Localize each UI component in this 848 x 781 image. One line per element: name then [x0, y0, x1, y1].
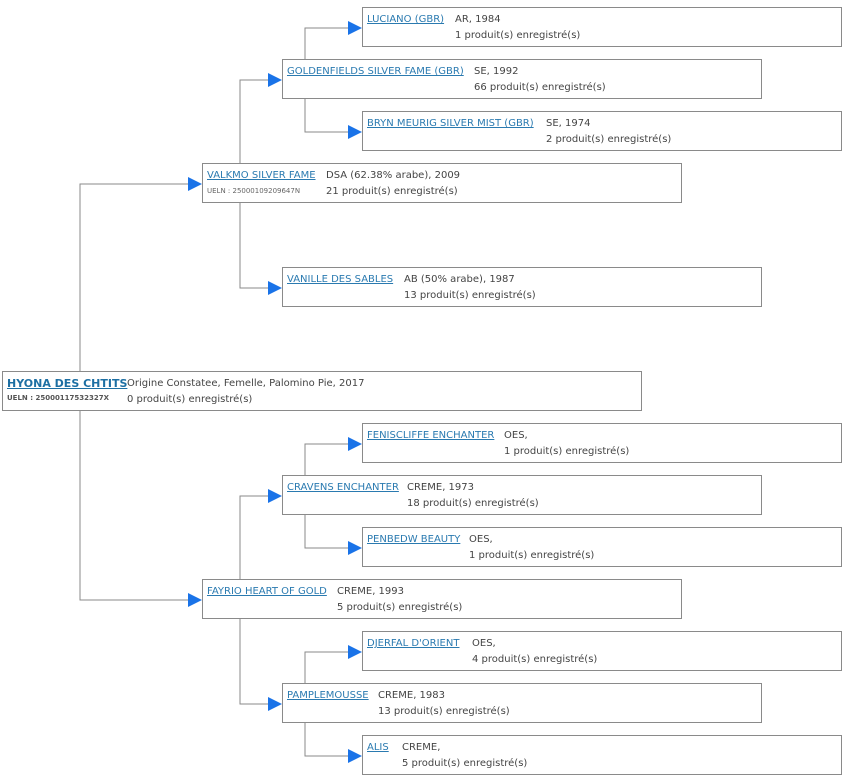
dd-dam-info: CREME, [402, 742, 441, 753]
root-horse-info: Origine Constatee, Femelle, Palomino Pie… [127, 378, 365, 389]
root-horse-count: 0 produit(s) enregistré(s) [127, 394, 253, 405]
dam-sire-count: 18 produit(s) enregistré(s) [407, 498, 539, 509]
root-horse-ueln: UELN : 25000117532327X [7, 394, 110, 402]
ss-dam-count: 2 produit(s) enregistré(s) [546, 134, 672, 145]
dd-sire-info: OES, [472, 638, 496, 649]
dd-dam-link[interactable]: ALIS [367, 742, 389, 753]
ss-sire-info: AR, 1984 [455, 14, 501, 25]
ds-sire-link[interactable]: FENISCLIFFE ENCHANTER [367, 430, 495, 441]
sire-sire-card: GOLDENFIELDS SILVER FAME (GBR) SE, 1992 … [282, 59, 762, 99]
sire-info: DSA (62.38% arabe), 2009 [326, 170, 461, 181]
dam-dam-link[interactable]: PAMPLEMOUSSE [287, 690, 369, 701]
sire-count: 21 produit(s) enregistré(s) [326, 186, 458, 197]
ds-sire-card: FENISCLIFFE ENCHANTER OES, 1 produit(s) … [362, 423, 842, 463]
sire-link[interactable]: VALKMO SILVER FAME [207, 170, 316, 181]
dd-sire-card: DJERFAL D'ORIENT OES, 4 produit(s) enreg… [362, 631, 842, 671]
ds-dam-card: PENBEDW BEAUTY OES, 1 produit(s) enregis… [362, 527, 842, 567]
dam-sire-link[interactable]: CRAVENS ENCHANTER [287, 482, 399, 493]
dam-dam-card: PAMPLEMOUSSE CREME, 1983 13 produit(s) e… [282, 683, 762, 723]
ds-sire-info: OES, [504, 430, 528, 441]
sire-dam-count: 13 produit(s) enregistré(s) [404, 290, 536, 301]
ds-dam-count: 1 produit(s) enregistré(s) [469, 550, 595, 561]
sire-dam-info: AB (50% arabe), 1987 [404, 274, 515, 285]
dam-info: CREME, 1993 [337, 586, 405, 597]
ss-dam-link[interactable]: BRYN MEURIG SILVER MIST (GBR) [367, 118, 534, 129]
ss-dam-card: BRYN MEURIG SILVER MIST (GBR) SE, 1974 2… [362, 111, 842, 151]
dd-dam-card: ALIS CREME, 5 produit(s) enregistré(s) [362, 735, 842, 775]
dam-dam-count: 13 produit(s) enregistré(s) [378, 706, 510, 717]
sire-card: VALKMO SILVER FAME DSA (62.38% arabe), 2… [202, 163, 682, 203]
dd-sire-link[interactable]: DJERFAL D'ORIENT [367, 638, 460, 649]
sire-ueln: UELN : 25000109209647N [207, 187, 301, 195]
ds-sire-count: 1 produit(s) enregistré(s) [504, 446, 630, 457]
dam-sire-info: CREME, 1973 [407, 482, 475, 493]
sire-dam-card: VANILLE DES SABLES AB (50% arabe), 1987 … [282, 267, 762, 307]
ss-sire-card: LUCIANO (GBR) AR, 1984 1 produit(s) enre… [362, 7, 842, 47]
root-horse-link[interactable]: HYONA DES CHTITS [7, 377, 128, 390]
root-horse-card: HYONA DES CHTITS Origine Constatee, Feme… [2, 371, 642, 411]
sire-sire-link[interactable]: GOLDENFIELDS SILVER FAME (GBR) [287, 66, 464, 77]
dd-dam-count: 5 produit(s) enregistré(s) [402, 758, 528, 769]
ss-dam-info: SE, 1974 [546, 118, 591, 129]
dam-sire-card: CRAVENS ENCHANTER CREME, 1973 18 produit… [282, 475, 762, 515]
ds-dam-info: OES, [469, 534, 493, 545]
dam-dam-info: CREME, 1983 [378, 690, 446, 701]
sire-sire-count: 66 produit(s) enregistré(s) [474, 82, 606, 93]
ds-dam-link[interactable]: PENBEDW BEAUTY [367, 534, 461, 545]
ss-sire-count: 1 produit(s) enregistré(s) [455, 30, 581, 41]
dam-link[interactable]: FAYRIO HEART OF GOLD [207, 586, 327, 597]
dam-card: FAYRIO HEART OF GOLD CREME, 1993 5 produ… [202, 579, 682, 619]
sire-dam-link[interactable]: VANILLE DES SABLES [287, 274, 394, 285]
dd-sire-count: 4 produit(s) enregistré(s) [472, 654, 598, 665]
dam-count: 5 produit(s) enregistré(s) [337, 602, 463, 613]
sire-sire-info: SE, 1992 [474, 66, 519, 77]
ss-sire-link[interactable]: LUCIANO (GBR) [367, 14, 445, 25]
